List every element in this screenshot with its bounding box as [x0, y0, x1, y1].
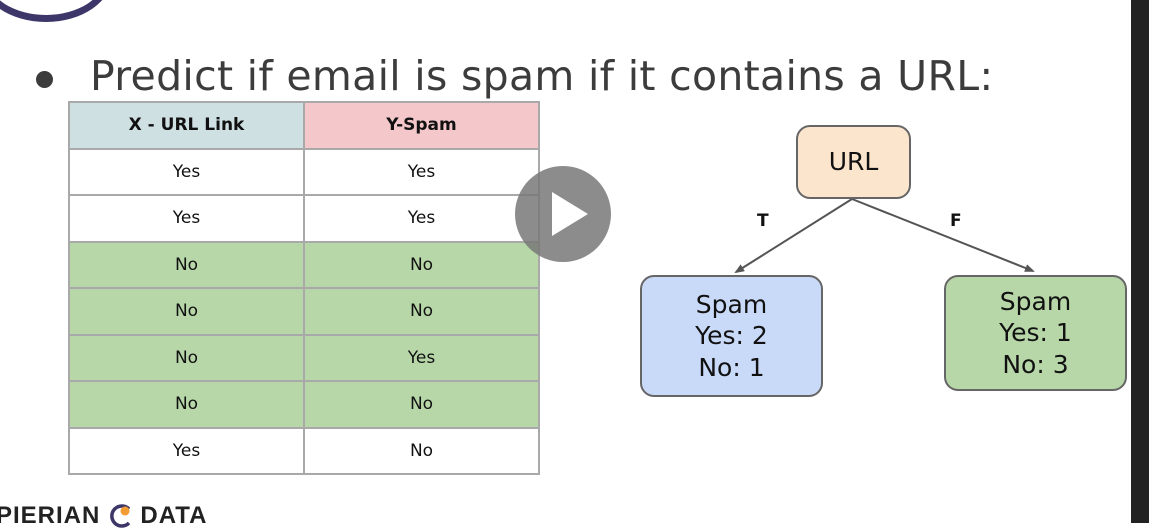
- logo-left-text: PIERIAN: [0, 502, 101, 529]
- logo-right-text: DATA: [140, 502, 208, 529]
- cell-y: Yes: [303, 333, 540, 382]
- leaf-no-count: No: 3: [1002, 349, 1069, 379]
- table-row: No Yes: [68, 333, 540, 382]
- leaf-no-count: No: 1: [698, 352, 765, 382]
- table-header-row: X - URL Link Y-Spam: [68, 101, 540, 150]
- pierian-data-logo: PIERIAN DATA: [0, 502, 208, 529]
- bullet-dot-icon: [36, 70, 53, 88]
- leaf-yes-count: Yes: 2: [695, 321, 768, 351]
- cell-y: Yes: [303, 147, 540, 196]
- leaf-title: Spam: [999, 287, 1072, 317]
- play-icon: [552, 192, 588, 236]
- slide-heading: Predict if email is spam if it contains …: [90, 52, 994, 100]
- cell-x: Yes: [68, 426, 305, 475]
- cell-y: No: [303, 287, 540, 336]
- cell-y: Yes: [303, 194, 540, 243]
- left-leaf-node: Spam Yes: 2 No: 1: [640, 275, 823, 397]
- play-button[interactable]: [515, 166, 611, 262]
- right-edge-bar: [1131, 0, 1149, 523]
- table-row: No No: [68, 380, 540, 429]
- tree-root-node: URL: [796, 125, 911, 199]
- edge-false: [851, 198, 1035, 272]
- cell-x: No: [68, 380, 305, 429]
- cell-x: Yes: [68, 147, 305, 196]
- cell-y: No: [303, 380, 540, 429]
- edge-label-false: F: [950, 211, 962, 231]
- data-table: X - URL Link Y-Spam Yes Yes Yes Yes No N…: [68, 101, 540, 475]
- table-row: Yes No: [68, 426, 540, 475]
- root-node-label: URL: [828, 147, 879, 177]
- header-x-url-link: X - URL Link: [68, 101, 305, 150]
- leaf-title: Spam: [695, 290, 768, 320]
- cell-y: No: [303, 426, 540, 475]
- table-row: No No: [68, 240, 540, 289]
- table-row: Yes Yes: [68, 147, 540, 196]
- cell-x: Yes: [68, 194, 305, 243]
- cell-x: No: [68, 287, 305, 336]
- top-circle-decoration: [0, 0, 112, 22]
- header-y-spam: Y-Spam: [303, 101, 540, 150]
- table-row: No No: [68, 287, 540, 336]
- cell-y: No: [303, 240, 540, 289]
- right-leaf-node: Spam Yes: 1 No: 3: [944, 275, 1127, 391]
- bullet-point: Predict if email is spam if it contains …: [36, 46, 994, 106]
- pierian-logo-icon: [110, 504, 131, 528]
- table-row: Yes Yes: [68, 194, 540, 243]
- cell-x: No: [68, 240, 305, 289]
- cell-x: No: [68, 333, 305, 382]
- edge-label-true: T: [757, 211, 769, 231]
- leaf-yes-count: Yes: 1: [999, 318, 1072, 348]
- edge-true: [734, 198, 853, 274]
